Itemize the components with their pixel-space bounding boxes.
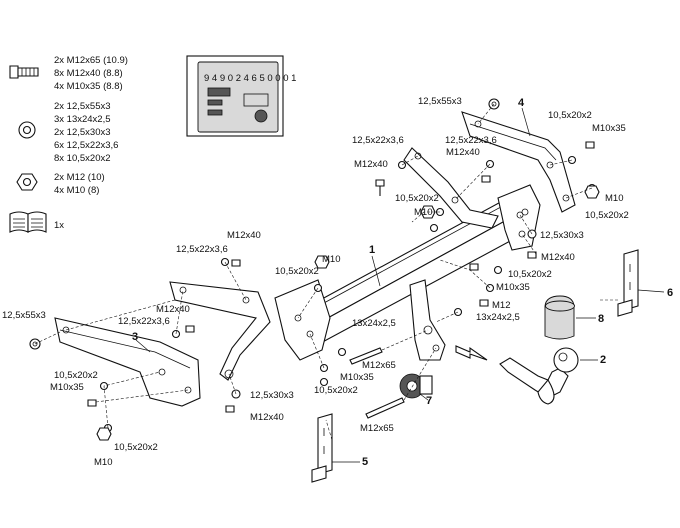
part-number-3: 3 (132, 331, 138, 343)
callout-washer-20: 10,5x20x2 (585, 210, 629, 221)
legend-manual-count: 1x (54, 220, 64, 231)
ball-socket-bracket (409, 279, 446, 361)
callout-washer-20: 10,5x20x2 (54, 370, 98, 381)
callout-bolt-m12x40: M12x40 (156, 304, 190, 315)
longitudinal-arm-left (169, 281, 271, 381)
identification-label-card: 9 4 9 0 2 4 6 5 0 0 0 1 (186, 55, 296, 137)
callout-washer-22: 12,5x22x3,6 (118, 316, 170, 327)
callout-nut-m10: M10 (414, 207, 432, 218)
leader-lines (135, 107, 665, 463)
legend-nut-line-2: 4x M10 (8) (54, 185, 99, 196)
callout-washer-22: 12,5x22x3,6 (352, 135, 404, 146)
part-number-8: 8 (598, 313, 604, 325)
callout-nut-m12: M12 (492, 300, 510, 311)
part-number-5: 5 (362, 456, 368, 468)
callout-washer-30: 12,5x30x3 (250, 390, 294, 401)
callout-bolt-m12x65: M12x65 (360, 423, 394, 434)
callout-washer-22: 12,5x22x3,6 (445, 135, 497, 146)
callout-nut-m10: M10 (605, 193, 623, 204)
callout-bolt-m12x40: M12x40 (446, 147, 480, 158)
callout-bolt-m12x40: M12x40 (250, 412, 284, 423)
bolt-icon (9, 65, 39, 79)
callout-washer-55: 12,5x55x3 (418, 96, 462, 107)
callout-washer-20: 10,5x20x2 (548, 110, 592, 121)
legend-nut-line-1: 2x M12 (10) (54, 172, 105, 183)
legend-washer-line-1: 2x 12,5x55x3 (54, 101, 111, 112)
washer-icon (18, 121, 36, 139)
assembly-guide-lines (34, 103, 620, 441)
legend-washer-line-4: 6x 12,5x22x3,6 (54, 140, 118, 151)
callout-washer-24: 13x24x2,5 (352, 318, 396, 329)
legend-washer-line-3: 2x 12,5x30x3 (54, 127, 111, 138)
part-number-2: 2 (600, 354, 606, 366)
callout-nut-m10: M10 (322, 254, 340, 265)
nut-icon (16, 173, 38, 191)
manual-book-icon (9, 211, 47, 233)
callout-bolt-m12x40: M12x40 (354, 159, 388, 170)
callout-washer-24: 13x24x2,5 (476, 312, 520, 323)
part-number-1: 1 (369, 244, 375, 256)
socket-bracket-5 (311, 413, 333, 483)
legend-bolt-line-3: 4x M10x35 (8.8) (54, 81, 123, 92)
callout-bolt-m10x35: M10x35 (496, 282, 530, 293)
side-bracket-right (461, 111, 576, 213)
callout-washer-20: 10,5x20x2 (114, 442, 158, 453)
callout-bolt-m10x35: M10x35 (592, 123, 626, 134)
part-number-6: 6 (667, 287, 673, 299)
callout-bolt-m10x35: M10x35 (50, 382, 84, 393)
callout-washer-55: 12,5x55x3 (2, 310, 46, 321)
ball-cap (544, 295, 575, 340)
longitudinal-arm-right (403, 147, 529, 229)
coupling-ring (399, 373, 433, 399)
callout-bolt-m10x35: M10x35 (340, 372, 374, 383)
side-bracket-left (54, 317, 201, 407)
callout-washer-20: 10,5x20x2 (508, 269, 552, 280)
callout-washer-20: 10,5x20x2 (314, 385, 358, 396)
callout-bolt-m12x65: M12x65 (362, 360, 396, 371)
callout-bolt-m12x40: M12x40 (541, 252, 575, 263)
callout-washer-20: 10,5x20x2 (275, 266, 319, 277)
legend-bolt-line-2: 8x M12x40 (8.8) (54, 68, 123, 79)
callout-bolt-m12x40: M12x40 (227, 230, 261, 241)
label-card-code: 9 4 9 0 2 4 6 5 0 0 0 1 (204, 73, 296, 84)
callout-washer-30: 12,5x30x3 (540, 230, 584, 241)
legend-bolt-line-1: 2x M12x65 (10.9) (54, 55, 128, 66)
callout-washer-22: 12,5x22x3,6 (176, 244, 228, 255)
part-number-4: 4 (518, 97, 525, 109)
callout-washer-20: 10,5x20x2 (395, 193, 439, 204)
socket-bracket-6 (617, 249, 639, 317)
insertion-arrow-icon (455, 345, 488, 361)
callout-nut-m10: M10 (94, 457, 112, 468)
legend-washer-line-5: 8x 10,5x20x2 (54, 153, 111, 164)
tow-ball-neck (499, 347, 579, 405)
fastener-hardware (29, 98, 600, 441)
legend-washer-line-2: 3x 13x24x2,5 (54, 114, 111, 125)
part-number-7: 7 (426, 395, 432, 407)
